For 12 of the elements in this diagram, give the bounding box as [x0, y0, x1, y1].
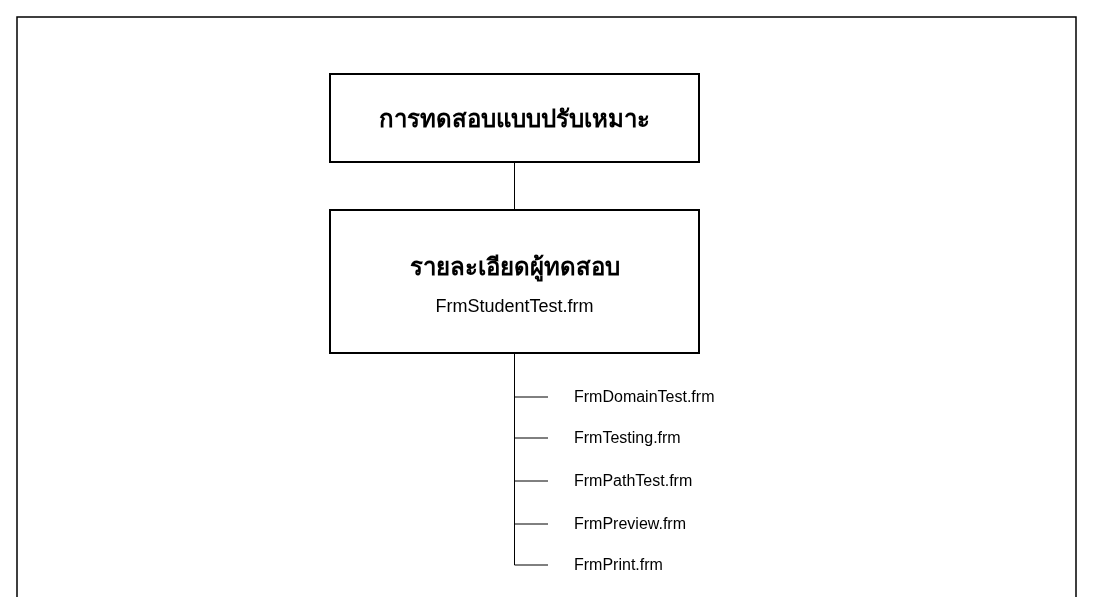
connector-line [514, 162, 515, 210]
heading-text: รายละเอียดผู้ทดสอบ [409, 250, 620, 284]
file-name: FrmTesting.frm [574, 429, 681, 447]
heading-text: การทดสอบแบบปรับเหมาะ [379, 102, 650, 135]
file-name: FrmStudentTest.frm [435, 295, 594, 317]
connector-line [514, 353, 549, 566]
file-name: FrmDomainTest.frm [574, 388, 715, 406]
file-name: FrmPathTest.frm [574, 472, 693, 490]
file-name: FrmPreview.frm [574, 515, 686, 533]
file-name: FrmPrint.frm [574, 556, 663, 574]
title-box [329, 73, 700, 163]
title-box [329, 209, 700, 354]
